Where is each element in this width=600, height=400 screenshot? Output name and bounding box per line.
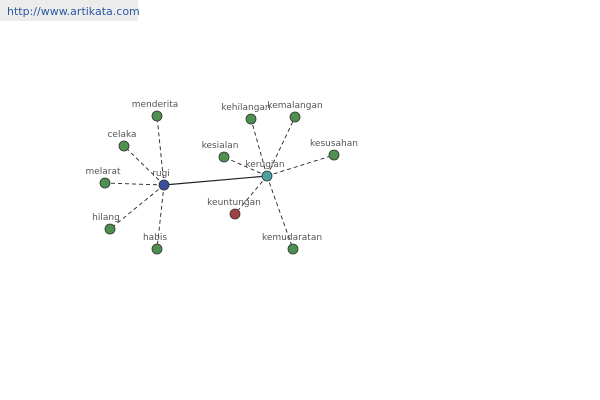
node-label-kerugian[interactable]: kerugian: [245, 160, 284, 170]
node-kesialan[interactable]: [218, 151, 230, 163]
node-label-kemudaratan[interactable]: kemudaratan: [262, 233, 322, 243]
node-label-celaka[interactable]: celaka: [107, 130, 136, 140]
node-label-kesusahan[interactable]: kesusahan: [310, 139, 358, 149]
edge-kerugian-kemudaratan: [266, 175, 294, 250]
node-label-rugi[interactable]: rugi: [152, 169, 170, 179]
node-habis[interactable]: [151, 243, 163, 255]
node-kesusahan[interactable]: [328, 149, 340, 161]
node-melarat[interactable]: [99, 177, 111, 189]
node-label-habis[interactable]: habis: [143, 233, 167, 243]
node-label-menderita[interactable]: menderita: [132, 100, 179, 110]
edge-rugi-menderita: [156, 115, 165, 186]
url-banner: http://www.artikata.com: [0, 0, 140, 21]
node-kemalangan[interactable]: [289, 111, 301, 123]
node-keuntungan[interactable]: [229, 208, 241, 220]
edge-kerugian-kesialan: [223, 156, 268, 177]
node-label-kemalangan[interactable]: kemalangan: [267, 101, 322, 111]
edge-rugi-kerugian: [163, 175, 268, 186]
edge-rugi-hilang: [109, 184, 165, 230]
edge-rugi-melarat: [104, 182, 165, 186]
node-label-kehilangan[interactable]: kehilangan: [221, 103, 270, 113]
node-rugi[interactable]: [158, 179, 170, 191]
node-menderita[interactable]: [151, 110, 163, 122]
edge-kerugian-kemalangan: [266, 116, 296, 177]
node-hilang[interactable]: [104, 223, 116, 235]
site-url-link[interactable]: http://www.artikata.com: [7, 5, 140, 18]
edge-kerugian-kesusahan: [266, 154, 335, 177]
nodes-layer: [99, 110, 340, 255]
edges-layer: [104, 115, 335, 250]
node-label-hilang[interactable]: hilang: [92, 213, 120, 223]
node-kehilangan[interactable]: [245, 113, 257, 125]
node-label-keuntungan[interactable]: keuntungan: [207, 198, 261, 208]
node-kerugian[interactable]: [261, 170, 273, 182]
node-label-melarat[interactable]: melarat: [85, 167, 121, 177]
edge-rugi-celaka: [123, 145, 165, 186]
node-celaka[interactable]: [118, 140, 130, 152]
edge-rugi-habis: [156, 184, 165, 250]
edge-kerugian-kehilangan: [250, 118, 268, 177]
edge-kerugian-keuntungan: [234, 175, 268, 215]
labels-layer: rugi kerugian menderita celaka melarat hilang…: [85, 100, 358, 243]
node-kemudaratan[interactable]: [287, 243, 299, 255]
node-label-kesialan[interactable]: kesialan: [202, 141, 239, 151]
